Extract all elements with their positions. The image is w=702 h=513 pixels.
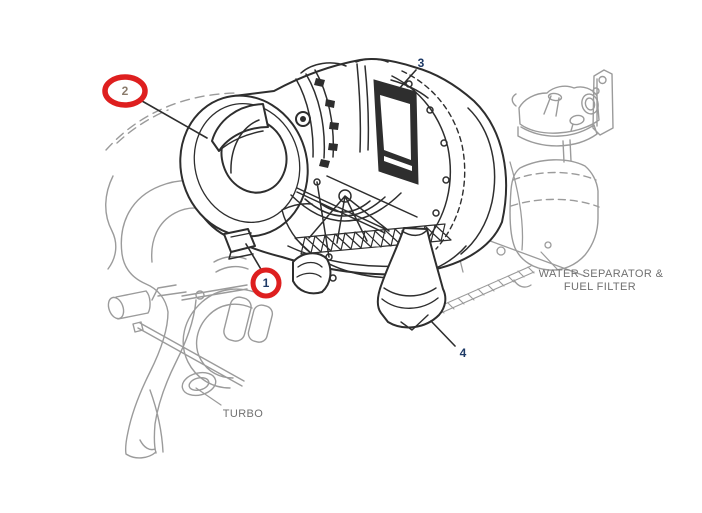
callout-1-ring[interactable] [250, 267, 282, 299]
latch-clips [314, 78, 339, 168]
outlet-duct-details [381, 229, 439, 331]
turbo-outlet-cylinder-1 [223, 296, 252, 342]
turbo-inlet-hose-dashed [105, 92, 237, 151]
turbo-flange-outer [181, 371, 217, 397]
filter-port-ring-outer [581, 93, 599, 115]
filter-label-leader [540, 251, 558, 270]
clamp-band-dashed [401, 70, 466, 250]
precleaner-scoop [211, 103, 269, 152]
filter-side-port [569, 114, 585, 126]
callout-1[interactable]: 1 [250, 267, 282, 299]
turbo-flange-inner [188, 376, 210, 392]
filter-seam-dashed [510, 171, 600, 208]
callout-3-number[interactable]: 3 [418, 56, 425, 70]
air-cleaner-drawing [179, 57, 508, 331]
outlet-duct [376, 227, 447, 329]
water-separator-label-line2: FUEL FILTER [564, 281, 636, 293]
mounting-foot-front-ribs [230, 232, 323, 278]
service-decal [373, 79, 419, 185]
cover-bolt-inner [300, 116, 306, 122]
precleaner-cover-inner-rim [193, 102, 301, 224]
filter-primer-top [547, 92, 563, 102]
water-separator-drawing [509, 69, 614, 271]
turbo-outlet-cylinder-2 [247, 304, 274, 343]
filter-port-ring-inner [584, 97, 596, 111]
callout-leader-lines [141, 69, 456, 347]
mounting-foot-left [223, 228, 256, 253]
callout-1-number[interactable]: 1 [263, 276, 270, 290]
callout-4-number[interactable]: 4 [460, 346, 467, 360]
decal-windows [380, 95, 412, 171]
turbo-label-leader [195, 387, 222, 406]
callout-2[interactable]: 2 [102, 74, 148, 108]
turbo-stub-cap [107, 296, 125, 320]
turbo-label: TURBO [223, 408, 264, 420]
callout-2-ring[interactable] [102, 74, 148, 108]
water-separator-label-line1: WATER SEPARATOR & [539, 268, 664, 280]
callout-2-number[interactable]: 2 [122, 84, 129, 98]
